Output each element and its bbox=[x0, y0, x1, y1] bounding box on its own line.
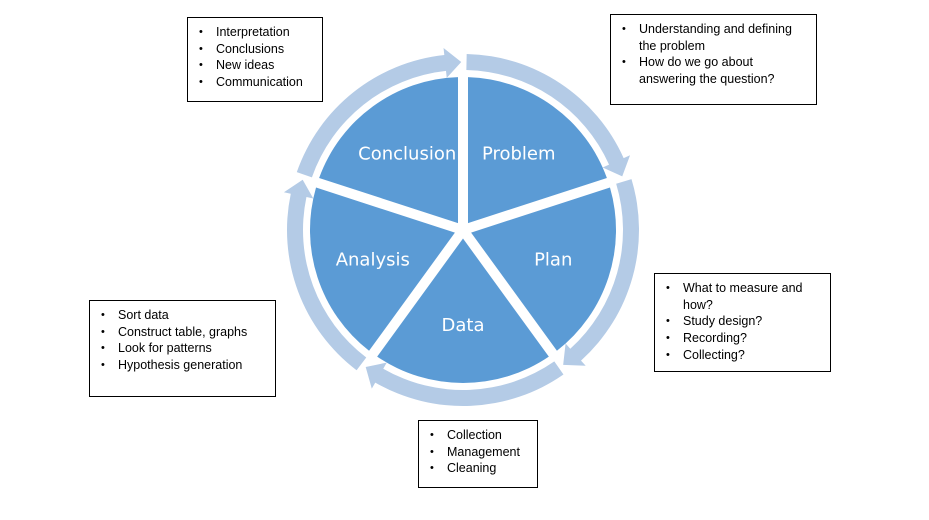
note-item: Sort data bbox=[98, 307, 267, 324]
segment-analysis bbox=[309, 187, 455, 351]
note-item: How do we go about answering the questio… bbox=[619, 54, 808, 87]
note-item: Understanding and defining the problem bbox=[619, 21, 808, 54]
note-item: Study design? bbox=[663, 313, 822, 330]
note-plan: What to measure and how? Study design? R… bbox=[654, 273, 831, 372]
arrow-conclusion bbox=[296, 48, 462, 178]
segment-plan bbox=[471, 187, 617, 351]
note-item: Collection bbox=[427, 427, 529, 444]
note-plan-list: What to measure and how? Study design? R… bbox=[663, 280, 822, 364]
arrow-plan bbox=[563, 179, 640, 366]
arrow-analysis bbox=[283, 179, 367, 371]
segment-label-conclusion: Conclusion bbox=[358, 143, 456, 164]
note-analysis-list: Sort data Construct table, graphs Look f… bbox=[98, 307, 267, 374]
note-analysis: Sort data Construct table, graphs Look f… bbox=[89, 300, 276, 397]
note-item: Conclusions bbox=[196, 41, 314, 58]
segment-data bbox=[377, 238, 549, 383]
note-item: Recording? bbox=[663, 330, 822, 347]
note-item: Collecting? bbox=[663, 347, 822, 364]
segment-label-plan: Plan bbox=[534, 249, 572, 270]
note-problem-list: Understanding and defining the problem H… bbox=[619, 21, 808, 88]
cycle-segments bbox=[309, 77, 617, 383]
segment-problem bbox=[468, 77, 607, 224]
note-item: Interpretation bbox=[196, 24, 314, 41]
segment-conclusion bbox=[319, 77, 458, 224]
segment-label-data: Data bbox=[442, 315, 485, 336]
cycle-arrows bbox=[283, 48, 640, 406]
note-problem: Understanding and defining the problem H… bbox=[610, 14, 817, 105]
arrow-problem bbox=[466, 54, 631, 177]
segment-label-problem: Problem bbox=[482, 143, 556, 164]
note-item: What to measure and how? bbox=[663, 280, 822, 313]
note-item: Hypothesis generation bbox=[98, 357, 267, 374]
arrow-data bbox=[365, 361, 564, 406]
note-item: Look for patterns bbox=[98, 340, 267, 357]
note-item: Management bbox=[427, 444, 529, 461]
note-item: New ideas bbox=[196, 57, 314, 74]
note-conclusion: Interpretation Conclusions New ideas Com… bbox=[187, 17, 323, 102]
note-data-list: Collection Management Cleaning bbox=[427, 427, 529, 477]
note-item: Construct table, graphs bbox=[98, 324, 267, 341]
note-item: Cleaning bbox=[427, 460, 529, 477]
note-data: Collection Management Cleaning bbox=[418, 420, 538, 488]
segment-label-analysis: Analysis bbox=[336, 249, 410, 270]
note-conclusion-list: Interpretation Conclusions New ideas Com… bbox=[196, 24, 314, 91]
note-item: Communication bbox=[196, 74, 314, 91]
